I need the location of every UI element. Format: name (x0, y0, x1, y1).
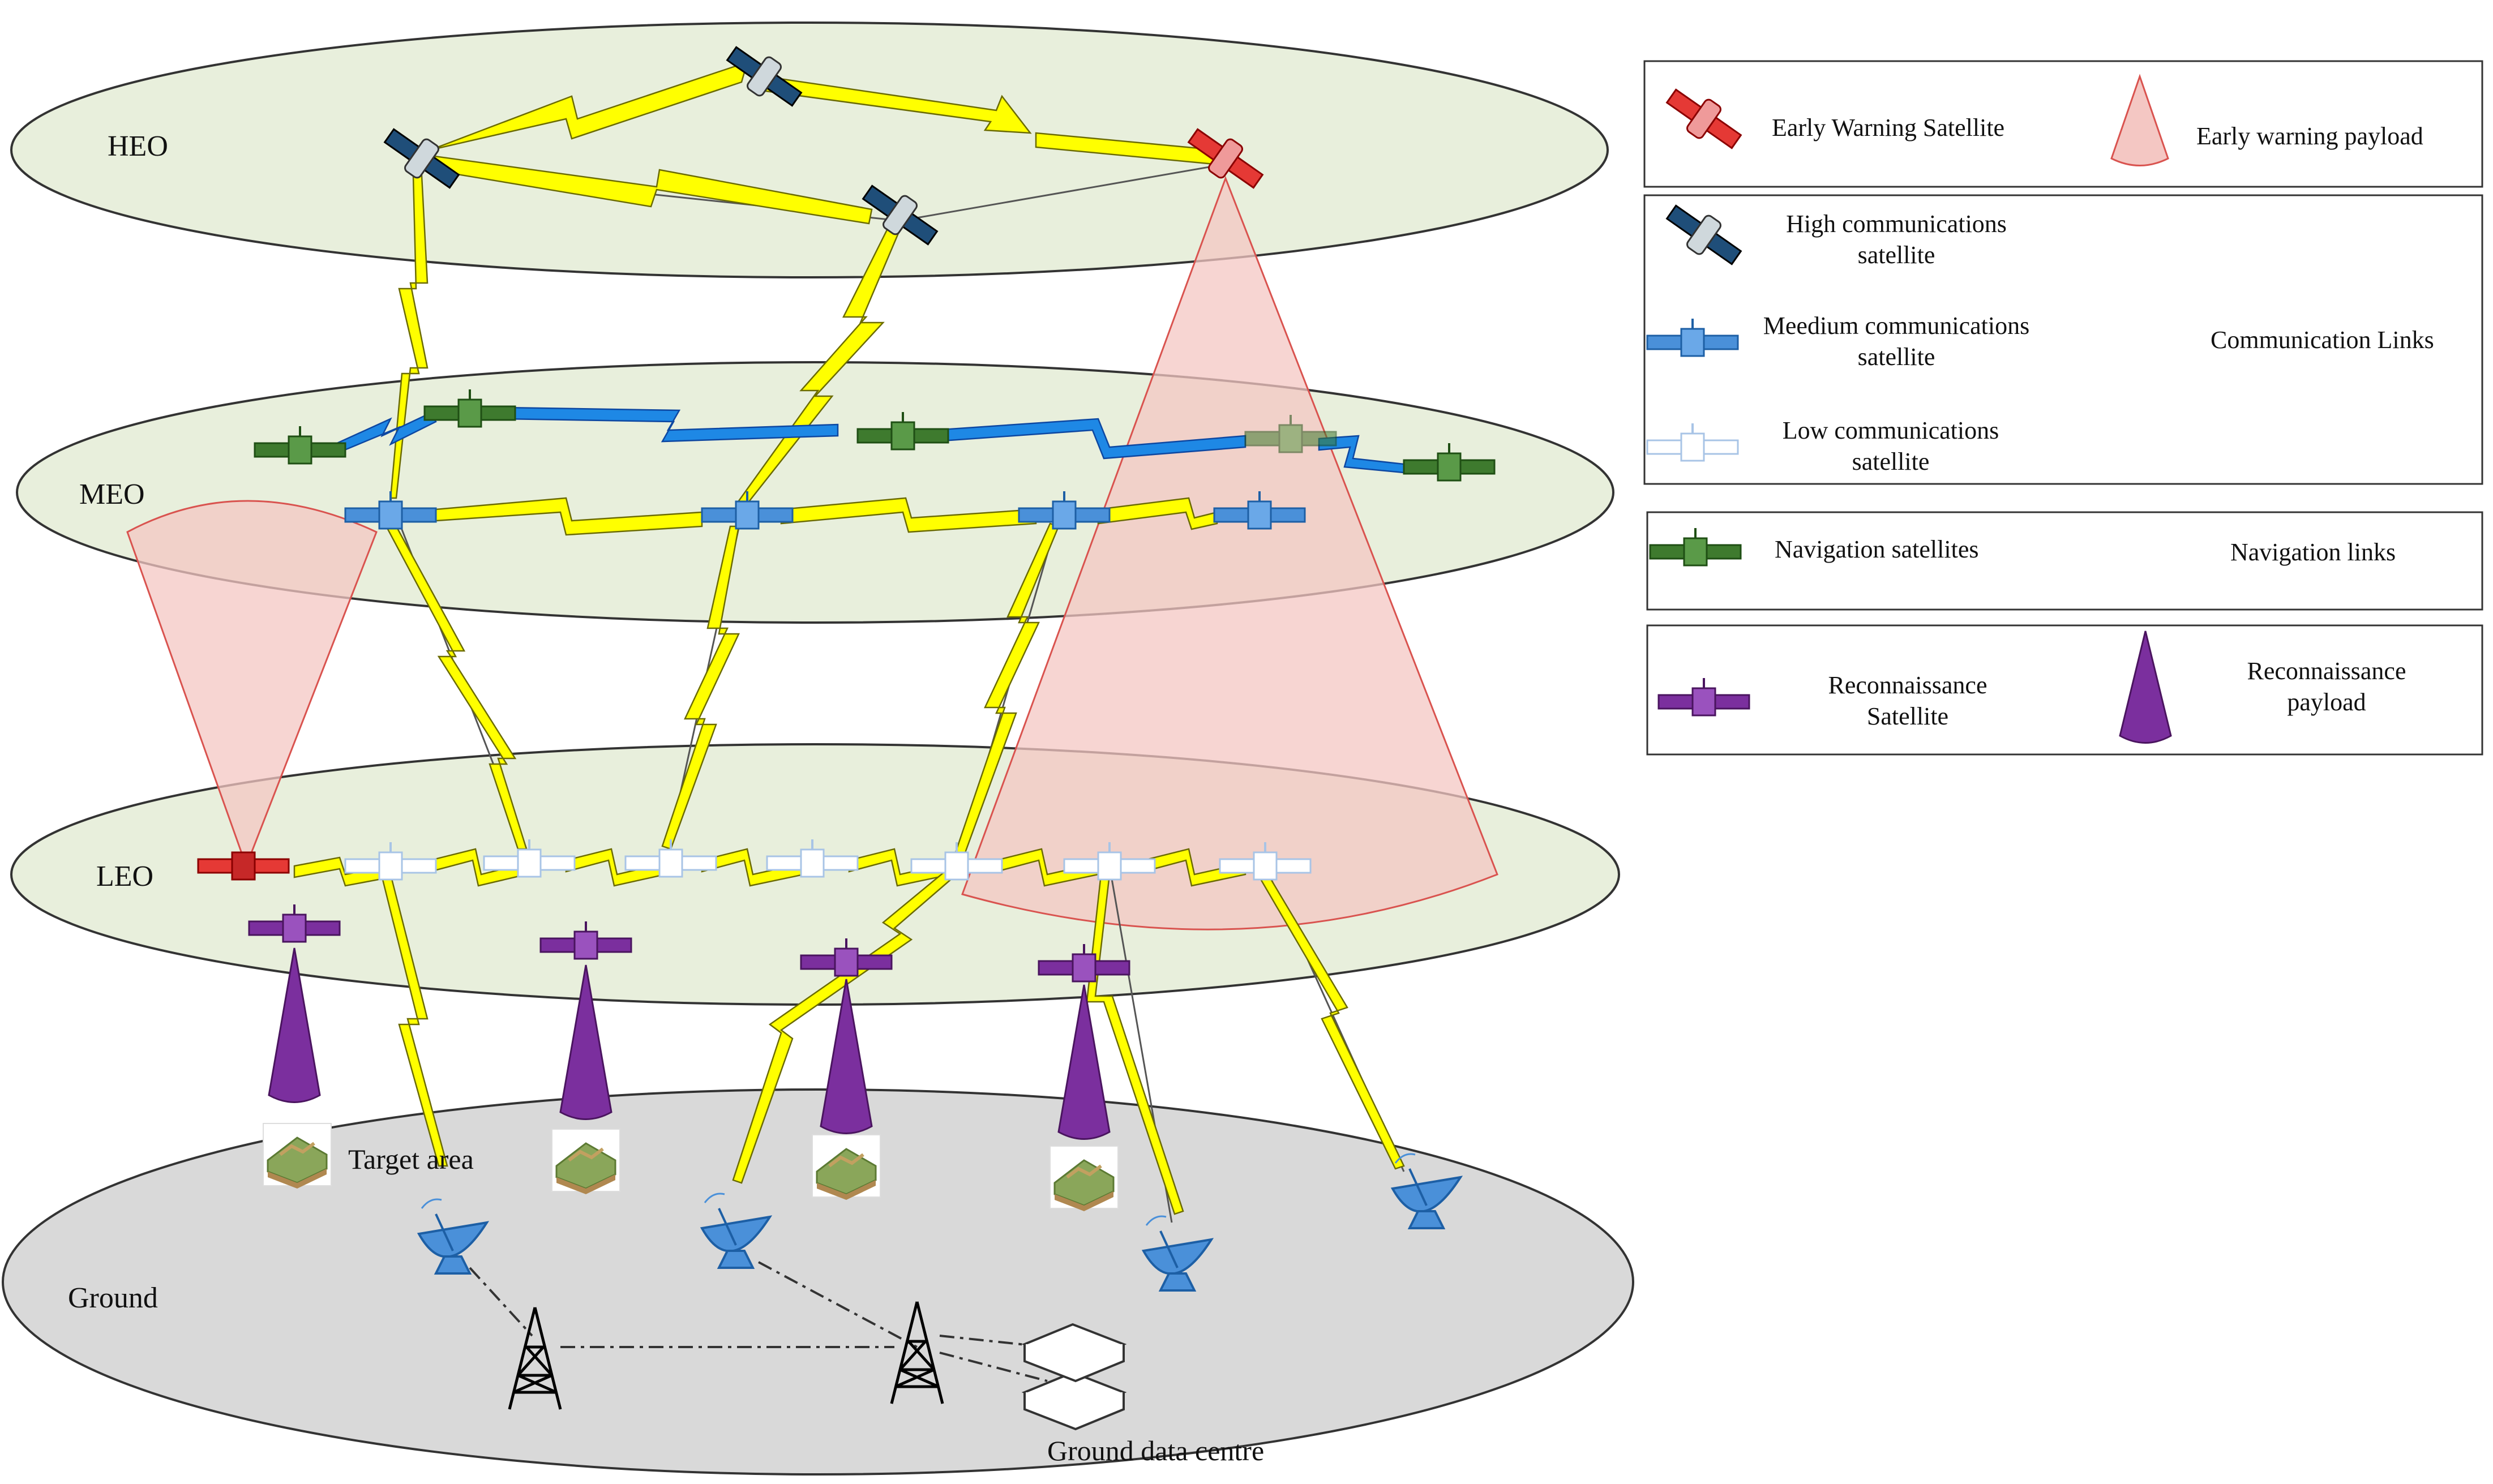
legend: Early Warning Satellite Early warning pa… (1643, 60, 2483, 756)
legend-recon-payload-line1: Reconnaissance (2247, 657, 2406, 685)
target-area-terrain (552, 1129, 620, 1194)
nav-link (933, 418, 1246, 460)
legend-navigation-links: Navigation links (2230, 538, 2396, 566)
comm-link (1142, 848, 1246, 887)
comm-link (780, 497, 1037, 533)
comm-link (732, 868, 958, 1184)
legend-recon-satellite-line1: Reconnaissance (1828, 671, 1987, 699)
layer-label-ground: Ground (68, 1282, 158, 1314)
comm-link (429, 155, 873, 225)
legend-box-early-warning (1643, 60, 2483, 188)
reconnaissance-payload-icon (2119, 631, 2172, 744)
target-area-label: Target area (348, 1143, 474, 1175)
legend-low-comm-line1: Low communications (1783, 417, 1999, 444)
target-area-terrain (812, 1135, 880, 1200)
comm-link (1097, 497, 1218, 530)
comm-link (1086, 873, 1184, 1215)
ground-data-centre-label: Ground data centre (1047, 1435, 1264, 1466)
target-area-terrain (263, 1123, 331, 1189)
legend-recon-satellite-line2: Satellite (1867, 702, 1948, 730)
layer-label-heo: HEO (108, 130, 168, 162)
nav-link (327, 412, 437, 457)
legend-early-warning-payload: Early warning payload (2196, 122, 2423, 150)
legend-box-navigation (1646, 511, 2483, 611)
legend-medium-comm-line2: satellite (1858, 343, 1935, 371)
early-warning-payload-heo (961, 175, 1498, 930)
legend-recon-payload-line2: payload (2287, 688, 2366, 716)
early-warning-satellite-leo (197, 851, 290, 881)
legend-navigation-satellites: Navigation satellites (1775, 535, 1978, 563)
heo-orbit (10, 22, 1609, 278)
ground-plane (2, 1088, 1634, 1476)
legend-low-comm-line2: satellite (1852, 448, 1930, 475)
nav-link (503, 406, 839, 443)
layer-label-meo: MEO (79, 478, 145, 511)
legend-box-communications (1643, 194, 2483, 485)
legend-medium-comm-line1: Meedium communications (1763, 312, 2029, 340)
comm-link (661, 525, 740, 850)
layer-label-leo: LEO (96, 860, 153, 893)
target-area-terrain (1050, 1146, 1118, 1211)
ground-data-centre-icon (1021, 1323, 1127, 1431)
navigation-links (327, 406, 2208, 570)
comm-link (1258, 873, 1405, 1170)
legend-box-reconnaissance (1646, 624, 2483, 756)
legend-high-comm-line1: High communications (1786, 210, 2007, 238)
legend-communication-links: Communication Links (2211, 326, 2434, 354)
legend-high-comm-line2: satellite (1858, 241, 1935, 269)
comm-link (381, 873, 448, 1167)
comm-link (435, 497, 703, 536)
legend-early-warning-satellite: Early Warning Satellite (1772, 114, 2004, 141)
reconnaissance-payload (1057, 984, 1111, 1140)
early-warning-payload-icon (2110, 74, 2169, 166)
